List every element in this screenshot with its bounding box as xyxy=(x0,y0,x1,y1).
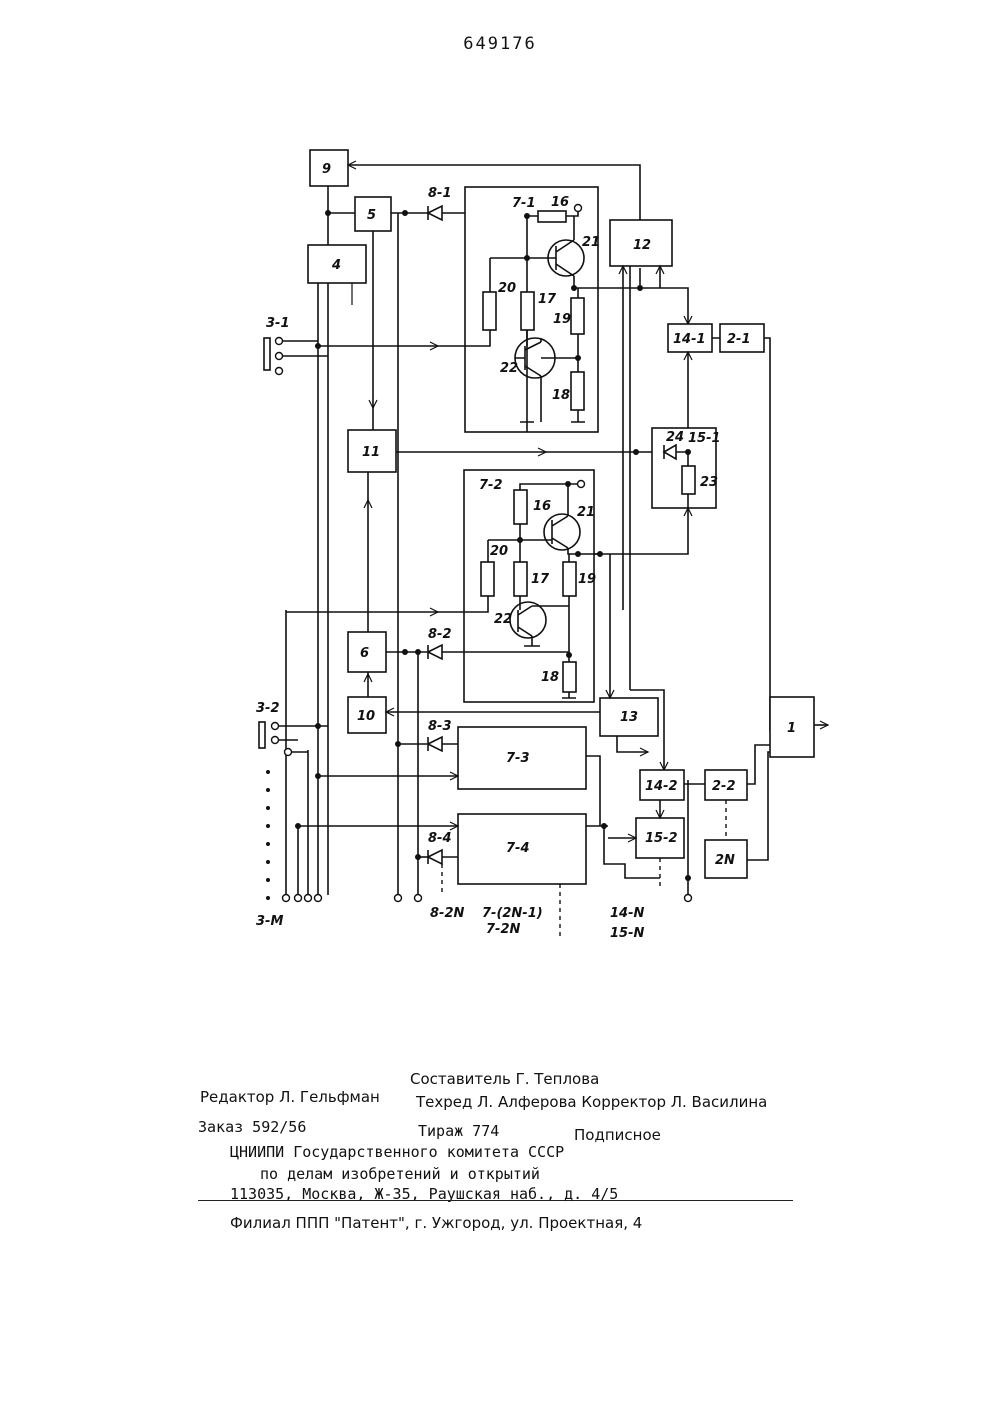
diode-8-3: 8-3 xyxy=(428,719,458,751)
r17-label-b: 17 xyxy=(531,572,550,587)
block-1-label: 1 xyxy=(787,721,796,736)
imprint-divider xyxy=(198,1200,793,1201)
block-15-1-label: 15-1 xyxy=(688,431,721,446)
switch-dots xyxy=(266,770,270,900)
block-5-label: 5 xyxy=(367,208,376,223)
block-13-label: 13 xyxy=(620,710,638,725)
block-14-1-label: 14-1 xyxy=(673,332,706,347)
r16-label-a: 16 xyxy=(551,195,569,210)
module-7-2-label: 7-2 xyxy=(479,478,503,493)
r16-label-b: 16 xyxy=(533,499,551,514)
block-2-2-label: 2-2 xyxy=(712,779,736,794)
block-2-1-label: 2-1 xyxy=(727,332,751,347)
techred-line: Техред Л. Алферова Корректор Л. Василина xyxy=(416,1093,767,1111)
block-2N-label: 2N xyxy=(715,853,735,868)
module-7-2: 7-2 16 21 20 17 19 22 18 xyxy=(286,470,603,702)
diode-8-1: 8-1 xyxy=(428,186,465,220)
block-9-label: 9 xyxy=(322,162,331,177)
branch-line: Филиал ППП "Патент", г. Ужгород, ул. Про… xyxy=(230,1214,642,1232)
block-11-label: 11 xyxy=(362,445,380,460)
r19-label-b: 19 xyxy=(578,572,596,587)
label-7-2N: 7-2N xyxy=(486,922,520,937)
label-14-N: 14-N xyxy=(610,906,644,921)
t22-label-b: 22 xyxy=(494,612,512,627)
label-15-N: 15-N xyxy=(610,926,644,941)
module-7-3-label: 7-3 xyxy=(506,751,530,766)
r19-label-a: 19 xyxy=(553,312,571,327)
block-6-label: 6 xyxy=(360,646,369,661)
r18-label-b: 18 xyxy=(541,670,559,685)
module-7-1-label: 7-1 xyxy=(512,196,536,211)
r17-label-a: 17 xyxy=(538,292,557,307)
r23-label: 23 xyxy=(700,475,718,490)
block-14-2-label: 14-2 xyxy=(645,779,678,794)
circuit-schematic: 9 5 4 8-1 7-1 16 21 20 17 19 xyxy=(0,0,1000,1000)
diode-8-1-label: 8-1 xyxy=(428,186,452,201)
org-line-1: ЦНИИПИ Государственного комитета СССР xyxy=(230,1143,564,1161)
switch-3-M-label: 3-M xyxy=(256,914,283,929)
switch-3-1-label: 3-1 xyxy=(266,316,290,331)
block-10-label: 10 xyxy=(357,709,375,724)
diode-8-4: 8-4 xyxy=(428,831,458,864)
diode-8-4-label: 8-4 xyxy=(428,831,452,846)
block-4-label: 4 xyxy=(331,258,341,273)
diode-8-3-label: 8-3 xyxy=(428,719,452,734)
block-15-2-label: 15-2 xyxy=(645,831,678,846)
switch-3-2-label: 3-2 xyxy=(256,701,280,716)
subscription: Подписное xyxy=(574,1126,661,1144)
editor-line: Редактор Л. Гельфман xyxy=(200,1088,380,1106)
block-12-label: 12 xyxy=(633,238,651,253)
circulation: Тираж 774 xyxy=(418,1122,499,1140)
t21-label-a: 21 xyxy=(582,235,600,250)
r18-label-a: 18 xyxy=(552,388,570,403)
label-8-2N: 8-2N xyxy=(430,906,464,921)
order-number: Заказ 592/56 xyxy=(198,1118,306,1136)
compiler-line: Составитель Г. Теплова xyxy=(410,1070,599,1088)
org-line-2: по делам изобретений и открытий xyxy=(260,1165,540,1183)
module-7-4-label: 7-4 xyxy=(506,841,530,856)
t21-label-b: 21 xyxy=(577,505,595,520)
d24-label: 24 xyxy=(666,430,684,445)
label-7-2N-1: 7-(2N-1) xyxy=(482,906,543,921)
diode-8-2-label: 8-2 xyxy=(428,627,452,642)
t22-label-a: 22 xyxy=(500,361,518,376)
r20-label-b: 20 xyxy=(490,544,508,559)
r20-label-a: 20 xyxy=(498,281,516,296)
